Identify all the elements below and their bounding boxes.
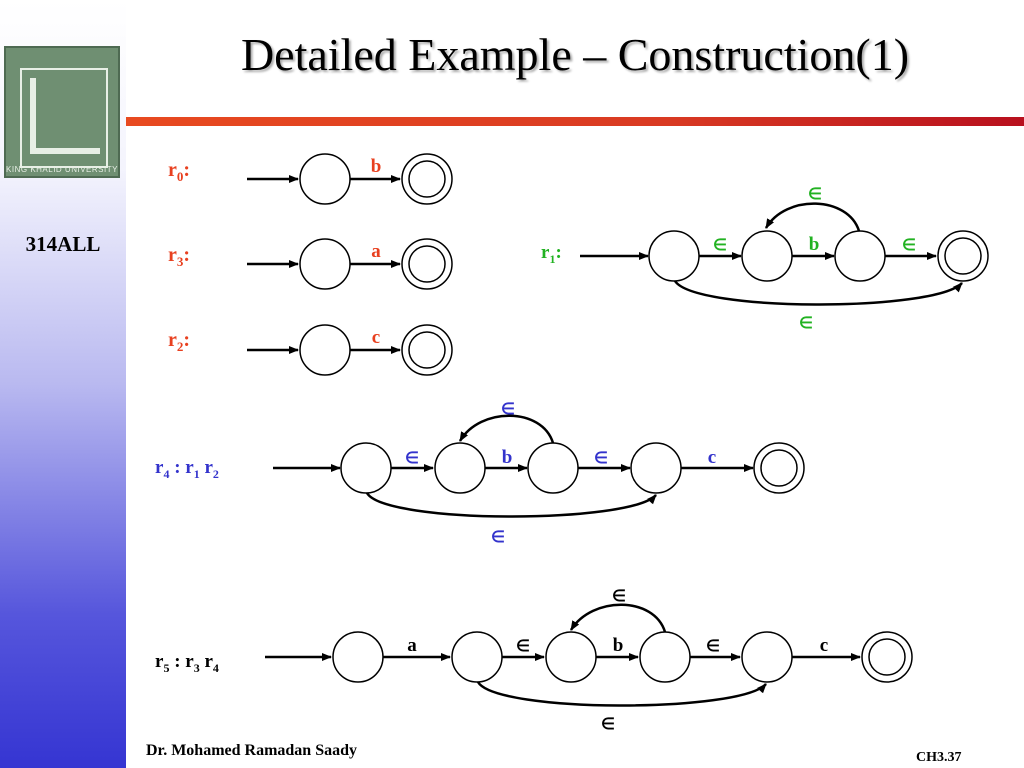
logo-calligraphy — [30, 78, 100, 154]
r4-symbol-4: c — [708, 447, 716, 468]
r3-state-start — [299, 238, 351, 290]
r1-state-1 — [648, 230, 700, 282]
logo-frame — [20, 68, 108, 168]
r5-symbol-2: ∈ — [516, 638, 530, 655]
automaton-r2: r2: c — [168, 324, 453, 376]
r2-subscript: 2 — [177, 339, 184, 354]
r5-epsilon-loop: ∈ — [612, 588, 626, 605]
automaton-r5: r5 : r3 r4 a ∈ b ∈ c ∈ ∈ — [155, 588, 913, 733]
r4-accept-ring — [760, 449, 798, 487]
r2-accept-ring — [408, 331, 446, 369]
r3-label: r3: — [168, 244, 190, 269]
r0-colon: : — [183, 159, 190, 181]
r3-accept-ring — [408, 245, 446, 283]
r4-label-mid: : r — [169, 457, 194, 478]
r2-colon: : — [183, 329, 190, 351]
r0-name: r — [168, 159, 177, 181]
logo-text: KING KHALID UNIVERSITY — [6, 165, 118, 174]
r3-symbol: a — [371, 241, 381, 262]
r4-state-1 — [340, 442, 392, 494]
r1-label: r1: — [541, 242, 562, 266]
r3-subscript: 3 — [177, 254, 184, 269]
r4-symbol-1: ∈ — [405, 450, 419, 467]
r2-label: r2: — [168, 329, 190, 354]
footer-author: Dr. Mohamed Ramadan Saady — [146, 742, 357, 759]
r4-label-r: r — [200, 457, 214, 478]
r0-accept-ring — [408, 160, 446, 198]
r1-epsilon-1: ∈ — [713, 237, 727, 254]
r5-subscript-r4: 4 — [213, 661, 219, 675]
sidebar: KING KHALID UNIVERSITY 314ALL — [0, 0, 126, 768]
r5-label-mid: : r — [169, 651, 194, 672]
r0-label: r0: — [168, 159, 190, 184]
r4-state-2 — [434, 442, 486, 494]
r5-name: r — [155, 651, 164, 672]
r4-name: r — [155, 457, 164, 478]
r5-epsilon-skip: ∈ — [601, 716, 615, 733]
r1-accept-ring — [944, 237, 982, 275]
r5-state-4 — [639, 631, 691, 683]
r2-state-start — [299, 324, 351, 376]
r5-subscript: 5 — [163, 661, 169, 675]
r5-accept-ring — [868, 638, 906, 676]
r4-label: r4 : r1 r2 — [155, 457, 219, 481]
r1-state-3 — [834, 230, 886, 282]
r4-epsilon-skip: ∈ — [491, 529, 505, 546]
r4-state-4 — [630, 442, 682, 494]
r0-subscript: 0 — [177, 169, 184, 184]
r0-symbol: b — [371, 156, 382, 177]
course-code: 314ALL — [25, 232, 101, 256]
r1-state-2 — [741, 230, 793, 282]
r4-subscript: 4 — [163, 467, 169, 481]
r5-state-2 — [451, 631, 503, 683]
r1-skip-arc — [673, 280, 963, 306]
r5-symbol-3: b — [613, 635, 624, 656]
automaton-r0: r0: b — [168, 153, 453, 205]
slide-title: Detailed Example – Construction(1) — [240, 29, 910, 80]
r4-skip-arc — [365, 492, 657, 518]
r4-loop-arc — [458, 414, 555, 444]
r4-subscript-r2: 2 — [213, 467, 219, 481]
r1-subscript: 1 — [549, 252, 555, 266]
r5-state-1 — [332, 631, 384, 683]
r5-state-3 — [545, 631, 597, 683]
r2-symbol: c — [372, 327, 380, 348]
r5-skip-arc — [476, 681, 767, 707]
r5-state-5 — [741, 631, 793, 683]
automaton-r1: r1: ∈ b ∈ ∈ ∈ — [541, 186, 989, 332]
r1-loop-arc — [764, 202, 861, 232]
slide-number: CH3.37 — [916, 750, 962, 765]
r4-symbol-3: ∈ — [594, 450, 608, 467]
title-underline — [126, 117, 1024, 126]
r4-subscript-r1: 1 — [194, 467, 200, 481]
r5-label-r: r — [200, 651, 214, 672]
r5-symbol-5: c — [820, 635, 828, 656]
r1-colon: : — [555, 242, 561, 263]
r5-symbol-4: ∈ — [706, 638, 720, 655]
r4-symbol-2: b — [502, 447, 513, 468]
r1-epsilon-skip: ∈ — [799, 315, 813, 332]
automaton-r4: r4 : r1 r2 ∈ b ∈ c ∈ ∈ — [155, 401, 805, 546]
r3-colon: : — [183, 244, 190, 266]
university-logo: KING KHALID UNIVERSITY — [4, 46, 120, 178]
r1-name: r — [541, 242, 550, 263]
r5-symbol-1: a — [407, 635, 417, 656]
r5-subscript-r3: 3 — [194, 661, 200, 675]
r3-name: r — [168, 244, 177, 266]
r4-state-3 — [527, 442, 579, 494]
r2-name: r — [168, 329, 177, 351]
r1-epsilon-2: ∈ — [902, 237, 916, 254]
automaton-r3: r3: a — [168, 238, 453, 290]
r5-label: r5 : r3 r4 — [155, 651, 219, 675]
r1-symbol: b — [809, 234, 820, 255]
r0-state-start — [299, 153, 351, 205]
r4-epsilon-loop: ∈ — [501, 401, 515, 418]
r1-epsilon-loop: ∈ — [808, 186, 822, 203]
r5-loop-arc — [569, 603, 667, 633]
